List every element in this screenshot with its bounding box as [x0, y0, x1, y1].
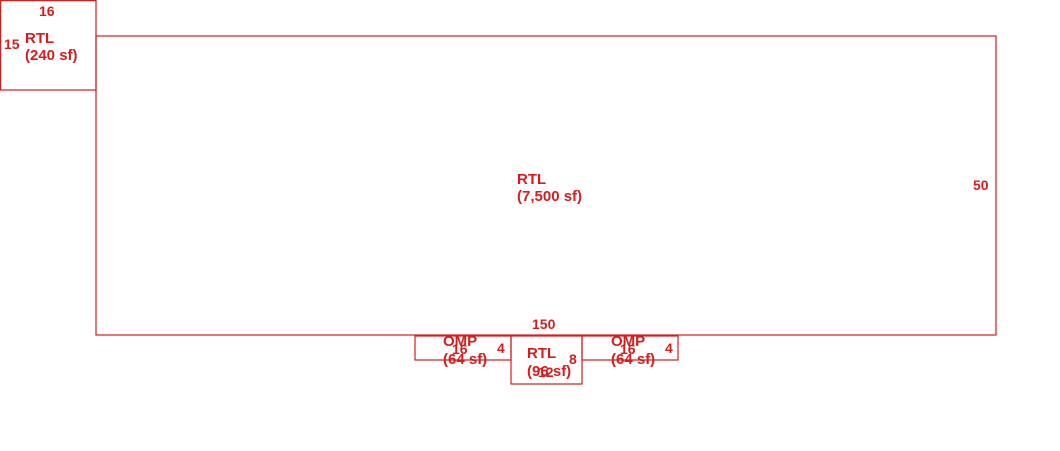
area-porch-left-code: OMP	[443, 333, 477, 350]
area-corner-width-dim: 16	[39, 3, 55, 19]
area-main-width-dim: 150	[532, 316, 556, 332]
area-porch-left-height-dim: 4	[497, 340, 505, 356]
area-bottom-center-size: (96 sf)	[527, 363, 571, 380]
area-porch-left-size: (64 sf)	[443, 351, 487, 368]
area-main-outline	[95, 35, 997, 336]
area-corner-size: (240 sf)	[25, 47, 78, 64]
area-porch-right-outline	[581, 335, 679, 361]
area-bottom-center[interactable]: RTL (96 sf) 12 8	[510, 335, 583, 385]
area-corner-code: RTL	[25, 30, 54, 47]
area-bottom-center-height-dim: 8	[569, 351, 577, 367]
area-main-size: (7,500 sf)	[517, 188, 582, 205]
area-bottom-center-width-dim: 12	[538, 364, 554, 380]
area-porch-right-size: (64 sf)	[611, 351, 655, 368]
area-main-height-dim: 50	[973, 177, 989, 193]
area-porch-right-height-dim: 4	[665, 340, 673, 356]
area-porch-left-width-dim: 16	[452, 341, 468, 357]
area-corner[interactable]: RTL (240 sf) 16 15	[0, 0, 97, 91]
area-bottom-center-code: RTL	[527, 345, 556, 362]
area-corner-outline	[0, 0, 97, 91]
area-porch-right-code: OMP	[611, 333, 645, 350]
area-corner-height-dim: 15	[4, 36, 20, 52]
area-main[interactable]: RTL (7,500 sf) 150 50	[95, 35, 997, 336]
area-main-code: RTL	[517, 171, 546, 188]
area-porch-left[interactable]: OMP (64 sf) 16 4	[414, 333, 512, 368]
area-porch-right[interactable]: OMP (64 sf) 16 4	[581, 333, 679, 368]
area-porch-right-width-dim: 16	[620, 341, 636, 357]
